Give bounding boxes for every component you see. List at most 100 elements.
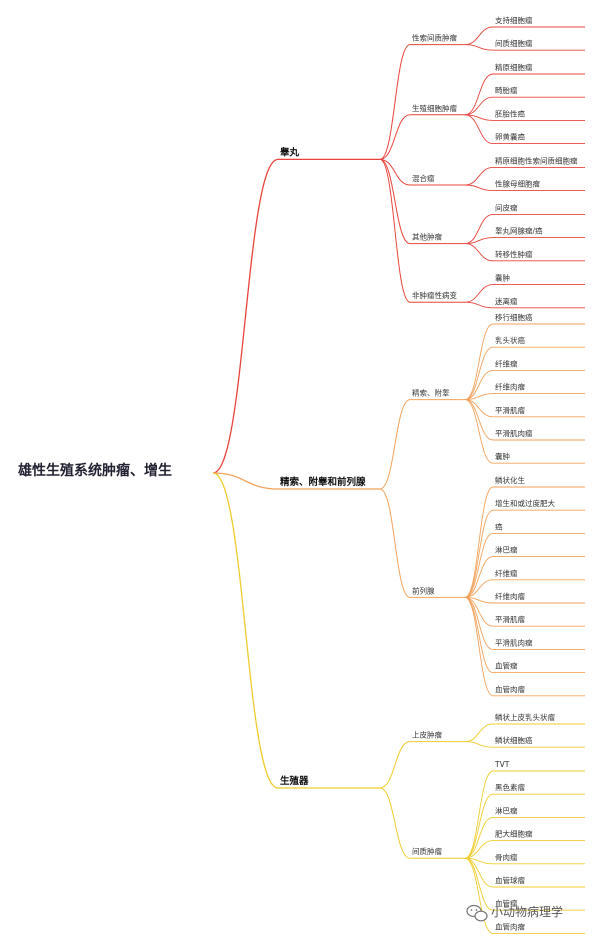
leaf-link-0-1-1 xyxy=(464,96,494,116)
leaf-link-0-0-0 xyxy=(464,26,494,46)
leaf-link-2-1-7 xyxy=(464,857,494,934)
leaf-link-1-0-5 xyxy=(464,399,494,441)
leaf-label-2-0-1: 鳞状细胞癌 xyxy=(495,735,533,745)
group-label-1-0: 精索、附睾 xyxy=(412,388,450,398)
leaf-link-1-0-3 xyxy=(464,393,494,401)
leaf-link-1-1-3 xyxy=(464,556,494,598)
leaf-label-1-0-5: 平滑肌肉瘤 xyxy=(495,428,533,438)
leaf-label-1-1-3: 淋巴瘤 xyxy=(495,545,518,555)
leaf-label-2-1-3: 肥大细胞瘤 xyxy=(495,829,533,839)
leaf-label-0-3-2: 转移性肿瘤 xyxy=(495,249,533,259)
leaf-label-0-3-1: 睾丸网腺瘤/癌 xyxy=(495,226,543,236)
leaf-link-0-1-3 xyxy=(464,114,494,145)
leaf-label-0-1-1: 畸胎瘤 xyxy=(495,85,518,95)
leaf-link-0-3-0 xyxy=(464,213,494,245)
leaf-link-0-4-0 xyxy=(464,284,494,303)
leaf-link-1-1-7 xyxy=(464,596,494,650)
leaf-link-2-1-2 xyxy=(464,816,494,859)
group-label-0-2: 混合瘤 xyxy=(412,173,435,183)
leaf-label-0-2-0: 精原细胞性索间质细胞瘤 xyxy=(495,155,578,165)
branch-link-2 xyxy=(212,472,279,789)
group-link-0-2 xyxy=(379,158,411,186)
leaf-link-0-3-1 xyxy=(464,237,494,245)
leaf-link-1-0-1 xyxy=(464,346,494,401)
leaf-label-1-1-7: 平滑肌肉瘤 xyxy=(495,637,533,647)
leaf-label-1-0-0: 移行细胞癌 xyxy=(495,312,533,322)
leaf-link-1-1-9 xyxy=(464,596,494,697)
leaf-link-2-1-1 xyxy=(464,793,494,859)
leaf-link-1-1-8 xyxy=(464,596,494,674)
group-link-1-0 xyxy=(379,399,411,490)
branch-label-1: 精索、附睾和前列腺 xyxy=(280,476,366,488)
group-label-2-1: 间质肿瘤 xyxy=(412,846,442,856)
leaf-label-0-0-1: 间质细胞瘤 xyxy=(495,38,533,48)
leaf-link-1-0-0 xyxy=(464,323,494,401)
group-label-0-3: 其他肿瘤 xyxy=(412,232,442,242)
group-label-0-4: 非肿瘤性病变 xyxy=(412,290,457,300)
leaf-link-0-1-0 xyxy=(464,73,494,116)
leaf-label-0-0-0: 支持细胞瘤 xyxy=(495,15,533,25)
branch-label-0: 睾丸 xyxy=(280,146,300,158)
leaf-label-0-3-0: 间皮瘤 xyxy=(495,202,518,212)
group-label-0-0: 性索间质肿瘤 xyxy=(412,33,457,43)
leaf-label-0-4-0: 囊肿 xyxy=(495,273,510,283)
leaf-label-1-1-8: 血管瘤 xyxy=(495,661,518,671)
group-link-0-0 xyxy=(379,44,411,160)
leaf-link-2-1-6 xyxy=(464,857,494,911)
leaf-label-2-1-5: 血管球瘤 xyxy=(495,875,525,885)
group-label-0-1: 生殖细胞肿瘤 xyxy=(412,103,457,113)
leaf-label-0-1-3: 卵黄囊癌 xyxy=(495,132,525,142)
mindmap-links xyxy=(212,26,585,934)
branch-link-0 xyxy=(212,158,279,474)
leaf-link-1-1-4 xyxy=(464,579,494,598)
group-link-2-1 xyxy=(379,787,411,859)
leaf-label-1-0-2: 纤维瘤 xyxy=(495,358,518,368)
leaf-label-1-1-9: 血管肉瘤 xyxy=(495,684,525,694)
leaf-label-1-0-4: 平滑肌瘤 xyxy=(495,405,525,415)
leaf-link-1-0-2 xyxy=(464,369,494,401)
leaf-link-0-0-1 xyxy=(464,44,494,51)
wechat-icon xyxy=(466,904,488,922)
group-link-2-0 xyxy=(379,741,411,789)
group-link-1-1 xyxy=(379,488,411,598)
leaf-link-0-3-2 xyxy=(464,243,494,262)
group-label-1-1: 前列腺 xyxy=(412,585,435,595)
leaf-label-2-1-1: 黑色素瘤 xyxy=(495,782,525,792)
leaf-label-1-0-1: 乳头状癌 xyxy=(495,335,525,345)
leaf-link-0-2-0 xyxy=(464,166,494,186)
leaf-link-1-1-0 xyxy=(464,486,494,598)
leaf-label-2-1-6: 血管瘤 xyxy=(495,898,518,908)
group-link-0-3 xyxy=(379,158,411,245)
leaf-label-2-0-0: 鳞状上皮乳头状瘤 xyxy=(495,712,555,722)
leaf-link-1-0-6 xyxy=(464,399,494,464)
leaf-label-2-1-2: 淋巴瘤 xyxy=(495,805,518,815)
group-link-0-1 xyxy=(379,114,411,160)
leaf-label-1-1-0: 鳞状化生 xyxy=(495,475,525,485)
leaf-label-1-1-1: 增生和或过度肥大 xyxy=(495,498,555,508)
leaf-link-2-0-0 xyxy=(464,723,494,743)
leaf-label-0-4-1: 迷离瘤 xyxy=(495,296,518,306)
leaf-label-1-1-4: 纤维瘤 xyxy=(495,568,518,578)
root-title: 雄性生殖系统肿瘤、增生 xyxy=(17,462,172,479)
leaf-link-0-2-1 xyxy=(464,184,494,192)
leaf-label-0-2-1: 性腺母细胞瘤 xyxy=(495,179,540,189)
leaf-label-1-0-6: 囊肿 xyxy=(495,451,510,461)
leaf-label-0-1-0: 精原细胞瘤 xyxy=(495,62,533,72)
leaf-label-2-1-7: 血管肉瘤 xyxy=(495,921,525,931)
leaf-link-1-1-2 xyxy=(464,532,494,598)
leaf-label-1-1-5: 纤维肉瘤 xyxy=(495,591,525,601)
leaf-label-2-1-4: 骨肉瘤 xyxy=(495,852,518,862)
leaf-label-0-1-2: 胚胎性癌 xyxy=(495,108,525,118)
group-link-0-4 xyxy=(379,158,411,303)
leaf-link-2-1-3 xyxy=(464,840,494,859)
leaf-link-0-4-1 xyxy=(464,301,494,309)
group-label-2-0: 上皮肿瘤 xyxy=(412,730,442,740)
watermark-text: 小动物病理学 xyxy=(491,904,563,919)
leaf-link-2-1-0 xyxy=(464,770,494,859)
leaf-label-1-1-2: 癌 xyxy=(495,521,503,531)
branch-label-2: 生殖器 xyxy=(280,775,309,787)
leaf-link-2-0-1 xyxy=(464,741,494,748)
leaf-label-2-1-0: TVT xyxy=(494,760,510,769)
